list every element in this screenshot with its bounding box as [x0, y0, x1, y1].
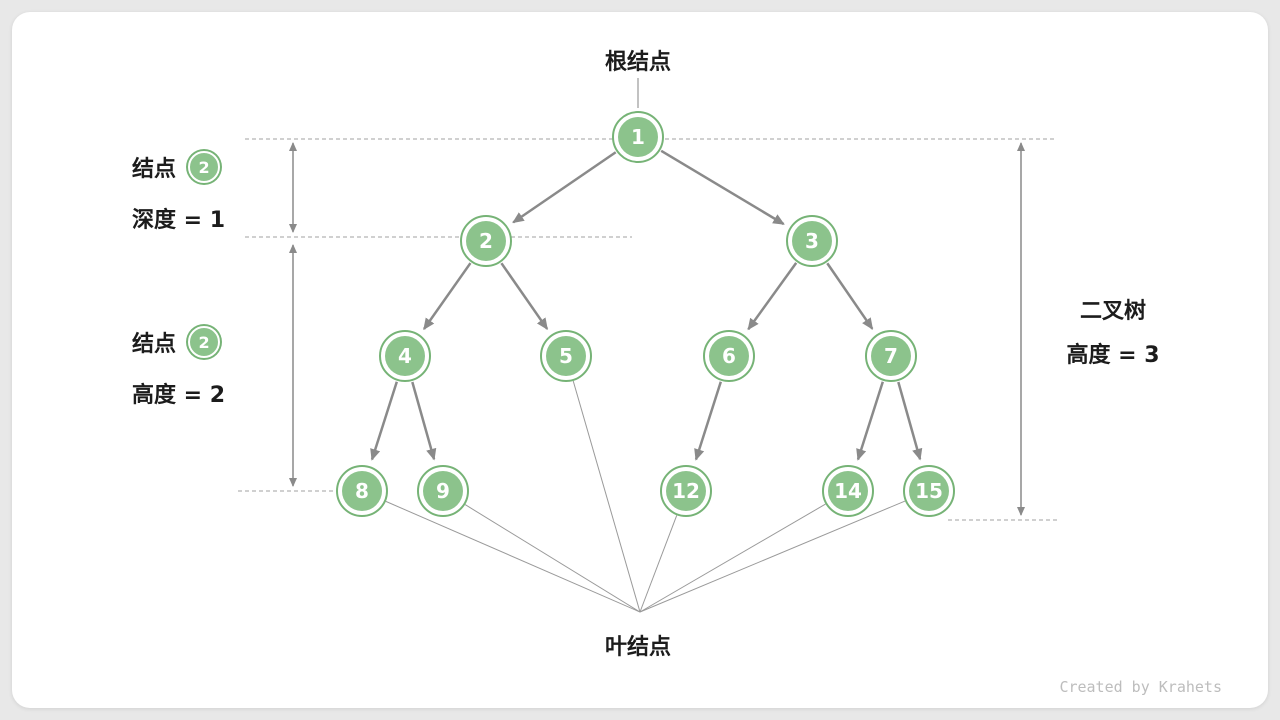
tree-node-3: 3 — [786, 215, 838, 267]
tree-edge — [826, 262, 874, 330]
tree-node-15: 15 — [903, 465, 955, 517]
node-height-label: 结点 — [132, 332, 177, 357]
node-value: 15 — [915, 479, 943, 503]
leaf-pointer-line — [639, 515, 678, 613]
tree-node-14: 14 — [822, 465, 874, 517]
tree-node-2: 2 — [460, 215, 512, 267]
node-value: 1 — [631, 125, 645, 149]
node-disc — [618, 117, 658, 157]
tree-node-4: 4 — [379, 330, 431, 382]
node-depth-annotation: 结点 2 深度 = 1 — [132, 150, 225, 234]
tree-node-1: 1 — [612, 111, 664, 163]
tree-edge — [500, 262, 549, 330]
root-node-label: 根结点 — [604, 50, 671, 75]
watermark: Created by Krahets — [1059, 678, 1222, 696]
tree-node-5: 5 — [540, 330, 592, 382]
leaf-pointer-line — [385, 500, 641, 613]
tree-height-line2: 高度 = 3 — [1066, 343, 1160, 368]
node-disc — [385, 336, 425, 376]
node-disc — [828, 471, 868, 511]
tree-height-annotation: 二叉树 高度 = 3 — [1038, 290, 1188, 378]
leaf-pointer-line — [464, 504, 641, 613]
node-disc — [423, 471, 463, 511]
tree-edge — [512, 151, 617, 224]
tree-node-7: 7 — [865, 330, 917, 382]
node-value: 3 — [805, 229, 819, 253]
leaf-pointer-line — [572, 380, 641, 613]
tree-node-8: 8 — [336, 465, 388, 517]
node-value: 6 — [722, 344, 736, 368]
node-disc — [342, 471, 382, 511]
node-disc — [666, 471, 706, 511]
node-value: 2 — [479, 229, 493, 253]
node-value: 7 — [884, 344, 898, 368]
node-value: 14 — [834, 479, 862, 503]
leaf-pointer-line — [639, 503, 826, 613]
tree-edge — [747, 262, 798, 331]
node-value: 12 — [672, 479, 700, 503]
node-disc — [466, 221, 506, 261]
tree-node-12: 12 — [660, 465, 712, 517]
tree-edge — [660, 149, 785, 226]
node-depth-badge: 2 — [188, 151, 221, 183]
tree-edge — [856, 381, 884, 461]
node-height-equation: 高度 = 2 — [132, 383, 226, 408]
tree-edge — [897, 381, 923, 461]
leaf-pointer-line — [639, 500, 906, 613]
tree-node-6: 6 — [703, 330, 755, 382]
node-disc — [871, 336, 911, 376]
node-disc — [909, 471, 949, 511]
tree-edge — [411, 381, 437, 461]
node-value: 5 — [559, 344, 573, 368]
node-disc — [546, 336, 586, 376]
tree-height-line1: 二叉树 — [1079, 299, 1146, 324]
node-disc — [792, 221, 832, 261]
node-depth-equation: 深度 = 1 — [132, 208, 226, 233]
node-value: 8 — [355, 479, 369, 503]
tree-node-9: 9 — [417, 465, 469, 517]
node-depth-label: 结点 — [132, 157, 177, 182]
tree-edge — [422, 262, 472, 331]
node-value: 9 — [436, 479, 450, 503]
node-disc — [709, 336, 749, 376]
tree-edge — [694, 381, 722, 461]
node-height-annotation: 结点 2 高度 = 2 — [132, 325, 225, 409]
node-value: 4 — [398, 344, 412, 368]
leaf-node-label: 叶结点 — [604, 635, 671, 660]
tree-edge — [370, 381, 398, 461]
node-height-badge: 2 — [188, 326, 221, 358]
